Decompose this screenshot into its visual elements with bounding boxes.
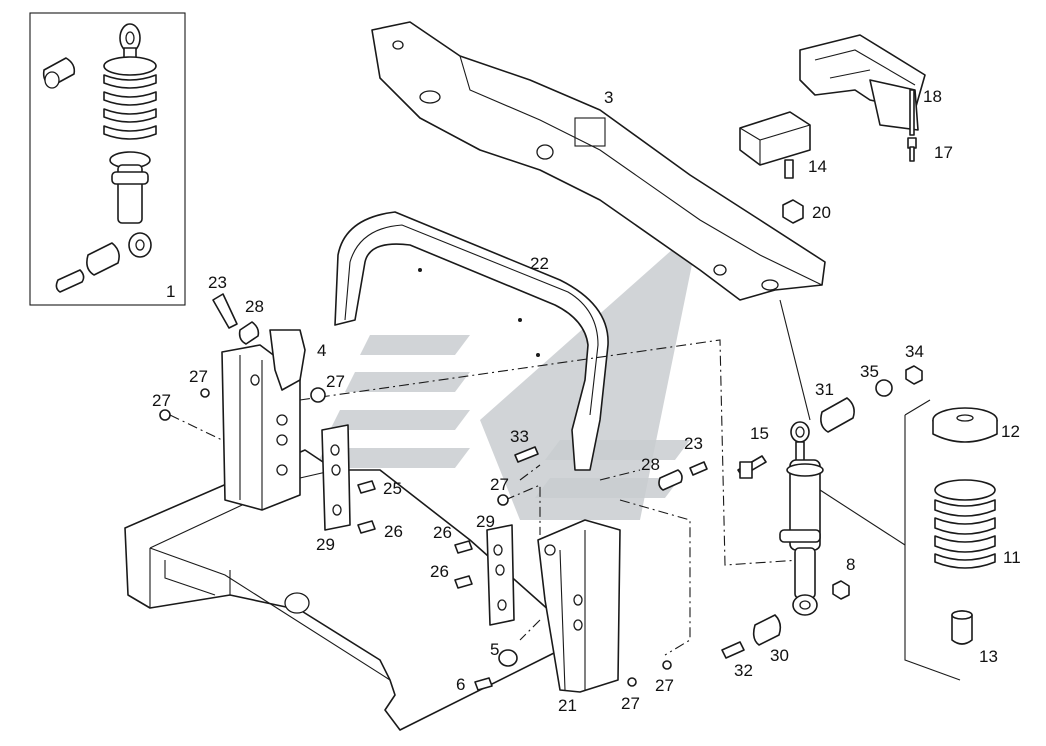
label-27-d: 27	[490, 475, 509, 494]
label-26-b: 26	[433, 523, 452, 542]
label-3: 3	[604, 88, 613, 107]
front-frame	[124, 449, 561, 731]
label-29-right: 29	[476, 512, 495, 531]
label-4: 4	[317, 341, 326, 360]
label-27-f: 27	[621, 694, 640, 713]
label-27-e: 27	[655, 676, 674, 695]
label-26-a: 26	[384, 522, 403, 541]
mount-bracket	[799, 34, 926, 136]
rubber-block	[739, 111, 811, 179]
label-15: 15	[750, 424, 769, 443]
inset-shock-assembly	[29, 12, 186, 306]
label-26-c: 26	[430, 562, 449, 581]
label-34: 34	[905, 342, 924, 361]
label-32: 32	[734, 661, 753, 680]
label-5: 5	[490, 640, 499, 659]
label-25: 25	[383, 479, 402, 498]
nut-20	[782, 199, 804, 224]
label-28-right: 28	[641, 455, 660, 474]
label-14: 14	[808, 157, 827, 176]
shock-absorber	[779, 421, 824, 616]
label-27-a: 27	[189, 367, 208, 386]
plate-right	[486, 524, 515, 626]
small-hardware	[159, 293, 923, 691]
label-23-right: 23	[684, 434, 703, 453]
label-12: 12	[1001, 422, 1020, 441]
label-33: 33	[510, 427, 529, 446]
label-11: 11	[1003, 548, 1021, 567]
coil-spring	[934, 479, 996, 569]
label-6: 6	[456, 675, 465, 694]
label-28-left: 28	[245, 297, 264, 316]
label-17: 17	[934, 143, 953, 162]
label-18: 18	[923, 87, 942, 106]
left-bracket	[221, 329, 306, 511]
bolt-17	[907, 137, 917, 162]
label-20: 20	[812, 203, 831, 222]
label-27-c: 27	[326, 372, 345, 391]
label-1: 1	[166, 282, 175, 301]
label-23-left: 23	[208, 273, 227, 292]
rubber-disc	[932, 407, 998, 443]
label-8: 8	[846, 555, 855, 574]
crossmember	[371, 21, 826, 301]
label-13: 13	[979, 647, 998, 666]
part-labels: 1 3 4 5 6 8 11 12 13 14 15 17 18 20 21 2…	[152, 87, 1021, 715]
label-29-left: 29	[316, 535, 335, 554]
u-bracket	[334, 211, 609, 471]
label-35: 35	[860, 362, 879, 381]
label-22: 22	[530, 254, 549, 273]
label-31: 31	[815, 380, 834, 399]
right-bracket	[537, 519, 621, 693]
leader-lines	[169, 299, 961, 681]
bump-stop	[951, 610, 973, 645]
label-30: 30	[770, 646, 789, 665]
label-27-b: 27	[152, 391, 171, 410]
label-21: 21	[558, 696, 577, 715]
plate-left	[321, 424, 351, 531]
